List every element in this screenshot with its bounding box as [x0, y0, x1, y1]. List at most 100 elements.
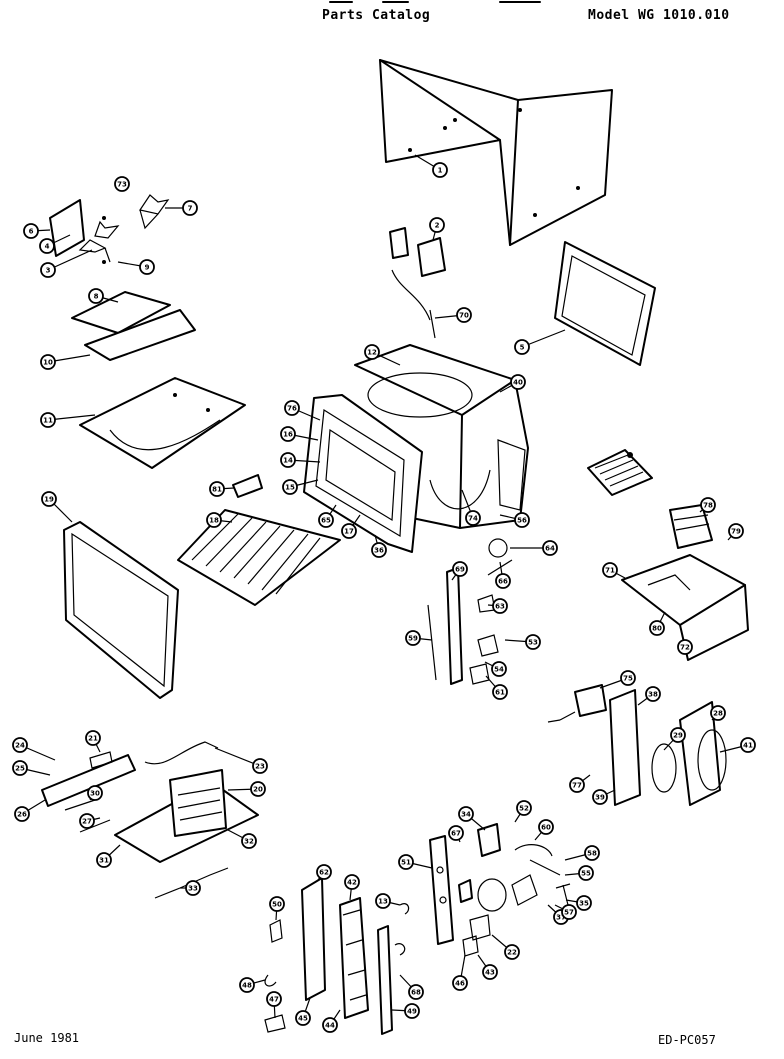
callout-29: 29	[663, 727, 686, 751]
callout-bubble	[542, 540, 558, 556]
callout-number: 39	[595, 794, 605, 802]
callout-bubble	[458, 806, 474, 822]
callout-number: 54	[494, 666, 504, 674]
callout-69: 69	[451, 561, 468, 581]
callout-20: 20	[227, 781, 266, 797]
callout-bubble	[408, 984, 424, 1000]
callout-18: 18	[206, 512, 233, 528]
callout-number: 30	[90, 790, 100, 798]
callout-number: 13	[378, 898, 388, 906]
callout-number: 68	[411, 989, 421, 997]
callout-number: 69	[455, 566, 465, 574]
stirrer-motor-assembly	[547, 684, 727, 806]
callout-3: 3	[40, 249, 93, 278]
callout-44: 44	[322, 1009, 341, 1033]
filter-grille	[587, 449, 653, 496]
callout-number: 74	[468, 515, 478, 523]
callout-bubble	[87, 785, 103, 801]
callout-bubble	[452, 561, 468, 577]
callout-bubble	[398, 854, 414, 870]
callout-number: 50	[272, 901, 282, 909]
callout-bubble	[495, 573, 511, 589]
callout-number: 65	[321, 517, 331, 525]
callout-79: 79	[727, 523, 744, 541]
callout-62: 62	[316, 864, 332, 881]
callout-number: 28	[713, 710, 723, 718]
callout-54: 54	[484, 661, 507, 677]
callout-bubble	[710, 705, 726, 721]
callout-bubble	[280, 426, 296, 442]
callout-number: 18	[209, 517, 219, 525]
callout-number: 32	[244, 838, 254, 846]
callout-number: 67	[451, 830, 461, 838]
callout-number: 21	[88, 735, 98, 743]
callout-number: 33	[188, 885, 198, 893]
callout-51: 51	[398, 854, 433, 870]
callout-76: 76	[284, 400, 321, 421]
callout-bubble	[139, 259, 155, 275]
door-assembly	[303, 394, 423, 553]
callout-49: 49	[391, 1003, 420, 1019]
callout-64: 64	[510, 540, 558, 556]
callout-bubble	[88, 288, 104, 304]
callout-number: 20	[253, 786, 263, 794]
callout-number: 60	[541, 824, 551, 832]
callout-81: 81	[209, 481, 235, 497]
callout-42: 42	[344, 874, 360, 901]
callout-number: 22	[507, 949, 517, 957]
callout-number: 43	[485, 969, 495, 977]
callout-number: 5	[520, 344, 525, 352]
callout-21: 21	[85, 730, 101, 753]
callout-9: 9	[117, 259, 155, 275]
callout-number: 1	[438, 167, 443, 175]
callout-bubble	[561, 904, 577, 920]
callout-bubble	[252, 758, 268, 774]
callout-bubble	[23, 223, 39, 239]
callout-bubble	[452, 975, 468, 991]
callout-number: 9	[145, 264, 150, 272]
callout-number: 42	[347, 879, 357, 887]
publication-date: June 1981	[14, 1031, 80, 1045]
callout-bubble	[514, 512, 530, 528]
callout-bubble	[371, 542, 387, 558]
callout-bubble	[40, 412, 56, 428]
callout-number: 34	[461, 811, 471, 819]
callout-number: 70	[459, 312, 469, 320]
callout-number: 59	[408, 635, 418, 643]
callout-7: 7	[165, 200, 198, 216]
callout-bubble	[404, 1003, 420, 1019]
callout-number: 78	[703, 502, 713, 510]
callout-74: 74	[461, 489, 481, 526]
callout-78: 78	[699, 497, 716, 513]
callout-80: 80	[649, 611, 666, 636]
callout-bubble	[206, 512, 222, 528]
document-code: ED-PC057	[658, 1033, 716, 1047]
callout-72: 72	[677, 639, 693, 655]
callout-bubble	[280, 452, 296, 468]
callout-number: 19	[44, 496, 54, 504]
callout-number: 25	[15, 765, 25, 773]
callout-number: 75	[623, 675, 633, 683]
callout-19: 19	[41, 491, 73, 523]
callout-77: 77	[569, 774, 591, 793]
callout-66: 66	[495, 561, 511, 589]
callout-bubble	[85, 730, 101, 746]
callout-39: 39	[592, 789, 616, 805]
callout-bubble	[569, 777, 585, 793]
callout-41: 41	[719, 737, 756, 753]
callout-number: 15	[285, 484, 295, 492]
callout-60: 60	[534, 819, 554, 841]
callout-33: 33	[180, 880, 201, 896]
callout-number: 63	[495, 603, 505, 611]
callout-bubble	[96, 852, 112, 868]
callout-36: 36	[371, 534, 387, 558]
callout-5: 5	[514, 329, 566, 355]
control-panel-assembly	[429, 823, 571, 957]
callout-number: 7	[188, 205, 193, 213]
callout-bubble	[12, 737, 28, 753]
callout-25: 25	[12, 760, 51, 776]
callout-bubble	[284, 400, 300, 416]
callout-26: 26	[14, 799, 46, 822]
callout-number: 66	[498, 578, 508, 586]
callout-number: 48	[242, 982, 252, 990]
